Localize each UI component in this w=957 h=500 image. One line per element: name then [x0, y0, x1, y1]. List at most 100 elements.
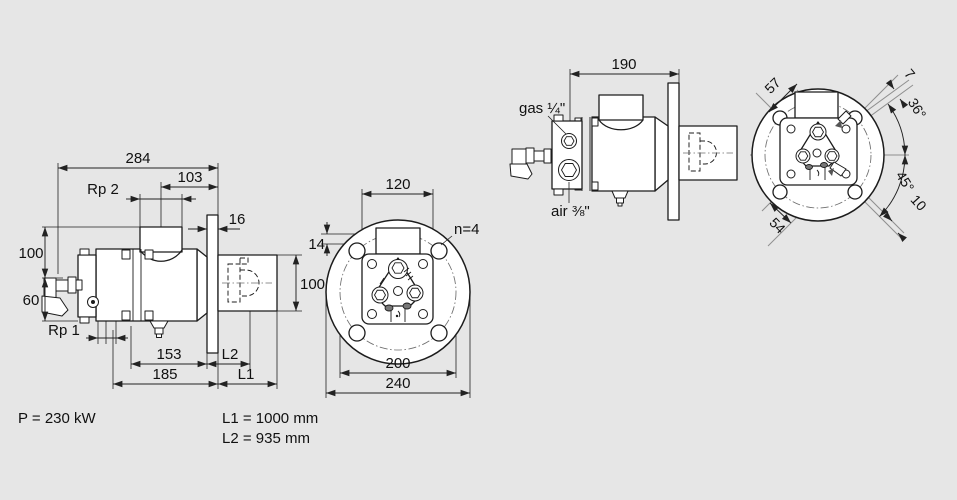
bottom-nozzle [611, 190, 629, 207]
hex-bolt [373, 289, 387, 301]
dim-arrow-10b [897, 232, 907, 242]
dim-line-54 [769, 202, 792, 224]
bolt-hole [430, 324, 448, 342]
mixing-head-detail [371, 257, 424, 322]
collar-band [132, 249, 142, 321]
bolt-hole [348, 324, 366, 342]
burner-body-connections [509, 82, 738, 221]
dim-label-284: 284 [125, 150, 150, 167]
bolt-hole [847, 184, 863, 200]
collar-band [581, 117, 591, 191]
top-pipe-front [375, 227, 421, 255]
hidden-mixing-head [683, 132, 733, 172]
flange-plate [667, 82, 680, 221]
mixing-head-detail [795, 110, 852, 180]
flange-angle-view: 57 7 36° 45° 10 54 [750, 66, 930, 247]
bolt-count-label: n=4 [454, 221, 479, 238]
screw-head [121, 310, 131, 321]
corner-screw [841, 124, 851, 134]
electrode-tip [835, 120, 842, 128]
burner-side-view: 284 103 Rp 2 16 100 60 Rp 1 153 185 L2 L… [18, 150, 325, 389]
cone-section [654, 116, 669, 192]
extension-lines [321, 189, 471, 398]
angle-label-36: 36° [905, 95, 930, 121]
port-detail [820, 162, 828, 168]
port-detail [402, 302, 412, 310]
corner-screw [418, 309, 428, 319]
dim-label-60: 60 [23, 292, 40, 309]
dim-label-100-left: 100 [18, 245, 43, 262]
ignition-electrode [837, 110, 852, 125]
port-detail [384, 304, 394, 312]
flange-front-view: 120 14 n=4 200 240 [308, 176, 479, 398]
dim-label-l2: L2 [222, 346, 239, 363]
angle-label-45: 45° [893, 168, 918, 194]
l2-note: L2 = 935 mm [222, 430, 310, 447]
dim-label-7: 7 [901, 66, 918, 82]
power-note: P = 230 kW [18, 410, 97, 427]
rear-tab [79, 316, 90, 324]
air-port [558, 159, 580, 181]
dim-label-200: 200 [385, 355, 410, 372]
corner-screw [786, 124, 796, 134]
dim-arrow-10a [883, 212, 893, 222]
flange-plate [206, 214, 219, 354]
dim-label-103: 103 [177, 169, 202, 186]
corner-screw [367, 259, 377, 269]
gas-leader [547, 115, 567, 135]
thread-label-rp2: Rp 2 [87, 181, 119, 198]
port-detail [805, 164, 813, 170]
l1-note: L1 = 1000 mm [222, 410, 318, 427]
bolt-hole [430, 242, 448, 260]
hex-bolt [408, 287, 422, 299]
dim-label-100-tube: 100 [300, 276, 325, 293]
corner-screw [367, 309, 377, 319]
gas-elbow-fitting [41, 276, 83, 317]
dim-label-240: 240 [385, 375, 410, 392]
screw-head [121, 249, 131, 260]
burner-body-side [41, 214, 278, 354]
cone-section [196, 248, 208, 322]
bolt-hole [772, 184, 788, 200]
screw-head [144, 249, 154, 260]
dim-label-10: 10 [908, 192, 930, 214]
ionisation-probe [829, 161, 847, 177]
notes: P = 230 kW L1 = 1000 mm L2 = 935 mm [18, 410, 318, 447]
hidden-mixing-head [222, 257, 272, 303]
dim-label-57: 57 [761, 74, 783, 96]
top-pipe [598, 94, 644, 121]
dim-label-16: 16 [229, 211, 246, 228]
bottom-nozzle [149, 320, 169, 338]
bolt-hole [348, 242, 366, 260]
angle-arc-36 [887, 103, 909, 156]
bolt-count-leader [440, 235, 453, 246]
gas-port [561, 133, 577, 149]
dim-label-14: 14 [308, 236, 325, 253]
screw-head [144, 310, 154, 321]
top-pipe [139, 226, 183, 253]
angle-arc-45 [879, 154, 909, 217]
probe-tip [828, 168, 834, 176]
main-housing [591, 116, 656, 192]
thread-label-rp1: Rp 1 [48, 322, 80, 339]
rear-tab [79, 248, 90, 256]
dim-label-120: 120 [385, 176, 410, 193]
dim-arrow-7b [899, 98, 909, 109]
gas-elbow-fitting [509, 147, 552, 180]
dim-label-185: 185 [152, 366, 177, 383]
main-housing [95, 248, 198, 322]
gas-connection-label: gas ¼" [519, 100, 565, 117]
center-orifice [393, 286, 403, 296]
pipe-weld-arc [139, 249, 183, 262]
top-pipe-front [794, 91, 839, 119]
center-orifice [812, 148, 822, 158]
dim-label-190: 190 [611, 56, 636, 73]
air-connection-label: air ⅜" [551, 203, 590, 220]
corner-screw [418, 259, 428, 269]
hex-bolt [391, 262, 405, 274]
dim-line-57 [768, 83, 798, 113]
burner-connection-view: 190 gas ¼" air ⅜" [509, 56, 738, 221]
dim-arrow-7a [885, 79, 895, 90]
